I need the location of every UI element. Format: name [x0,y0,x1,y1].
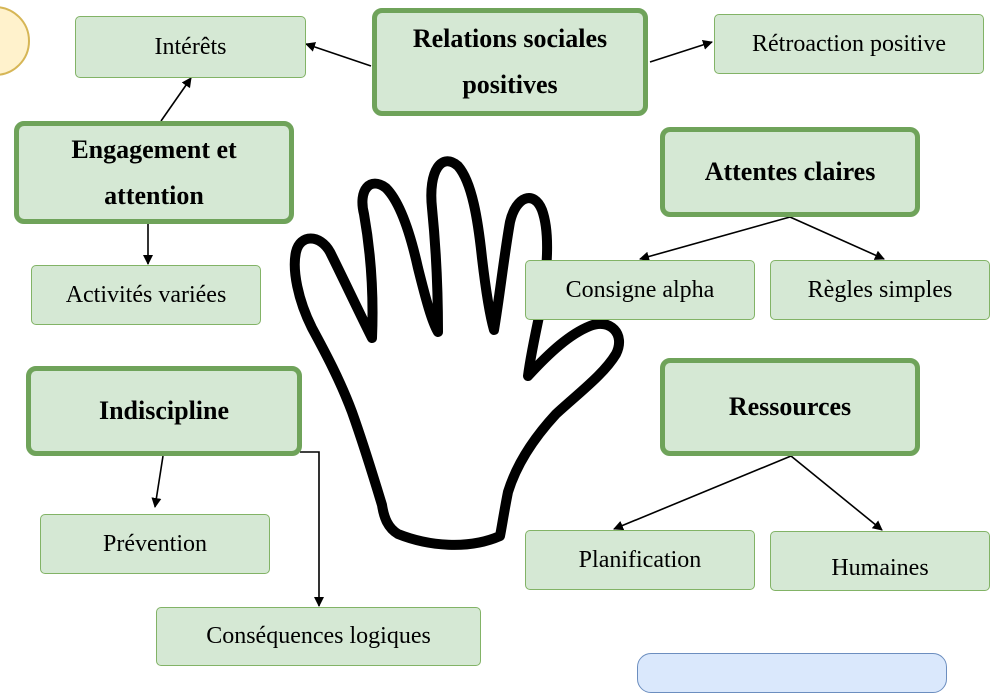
edge-relations-retroaction [649,40,713,63]
node-prevention: Prévention [40,514,270,574]
node-retroaction-positive: Rétroaction positive [714,14,984,74]
node-activites-variees: Activités variées [31,265,261,325]
diagram-connectors [143,40,885,607]
hand-icon [289,156,625,550]
edge-indiscipline-consequences [300,451,324,607]
node-regles-simples: Règles simples [770,260,990,320]
node-ressources: Ressources [660,358,920,456]
node-relations-sociales-positives: Relations sociales positives [372,8,648,116]
node-interets: Intérêts [75,16,306,78]
edge-relations-interets [305,42,372,67]
node-attentes-claires: Attentes claires [660,127,920,217]
edge-ressources-humaines [790,455,883,531]
node-humaines: Humaines [770,531,990,591]
node-indiscipline: Indiscipline [26,366,302,456]
blue-box [637,653,947,693]
node-engagement-attention: Engagement et attention [14,121,294,224]
node-planification: Planification [525,530,755,590]
edge-attentes-consigne [639,216,791,262]
node-consequences-logiques: Conséquences logiques [156,607,481,666]
edge-engagement-interets [160,77,192,122]
edge-ressources-planification [613,455,792,531]
edge-indiscipline-prevention [151,455,164,508]
node-consigne-alpha: Consigne alpha [525,260,755,320]
edge-attentes-regles [789,216,885,260]
